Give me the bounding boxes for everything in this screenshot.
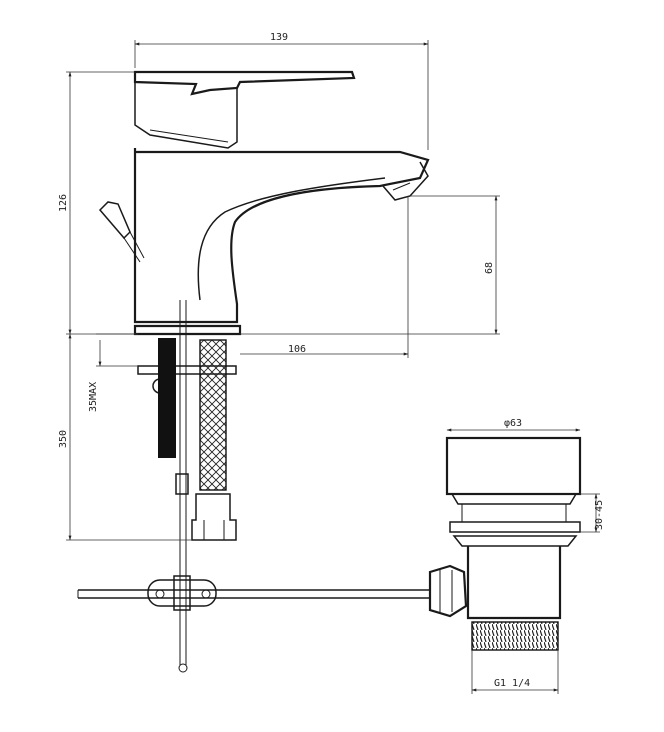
waste-thread [471, 621, 559, 651]
waste-cap [445, 436, 582, 496]
dim-width-top: 139 [270, 32, 288, 43]
dim-height-total: 126 [58, 194, 69, 212]
lever-handle [133, 70, 356, 96]
waste-body [466, 546, 562, 620]
braided-hose [199, 339, 227, 491]
popup-rod [179, 300, 187, 665]
mixer-body [98, 70, 430, 336]
popup-waste [428, 436, 582, 651]
mixer-main-body [133, 148, 430, 324]
hose-nut [191, 493, 237, 541]
dim-waste-thread: G1 1/4 [494, 678, 530, 689]
dim-spout-height: 68 [484, 262, 495, 274]
dim-counter-max: 35MAX [88, 382, 99, 412]
dim-waste-diameter: φ63 [504, 418, 522, 429]
under-counter-assembly [137, 300, 237, 673]
dimension-lines [66, 40, 600, 694]
dim-hose-length: 350 [58, 430, 69, 448]
linkage-housing [428, 564, 468, 618]
dim-spout-reach: 106 [288, 344, 306, 355]
linkage-rod [77, 575, 430, 611]
popup-knob [98, 201, 131, 240]
dim-waste-range: 30-45 [594, 500, 605, 530]
mixer-base [133, 324, 242, 336]
